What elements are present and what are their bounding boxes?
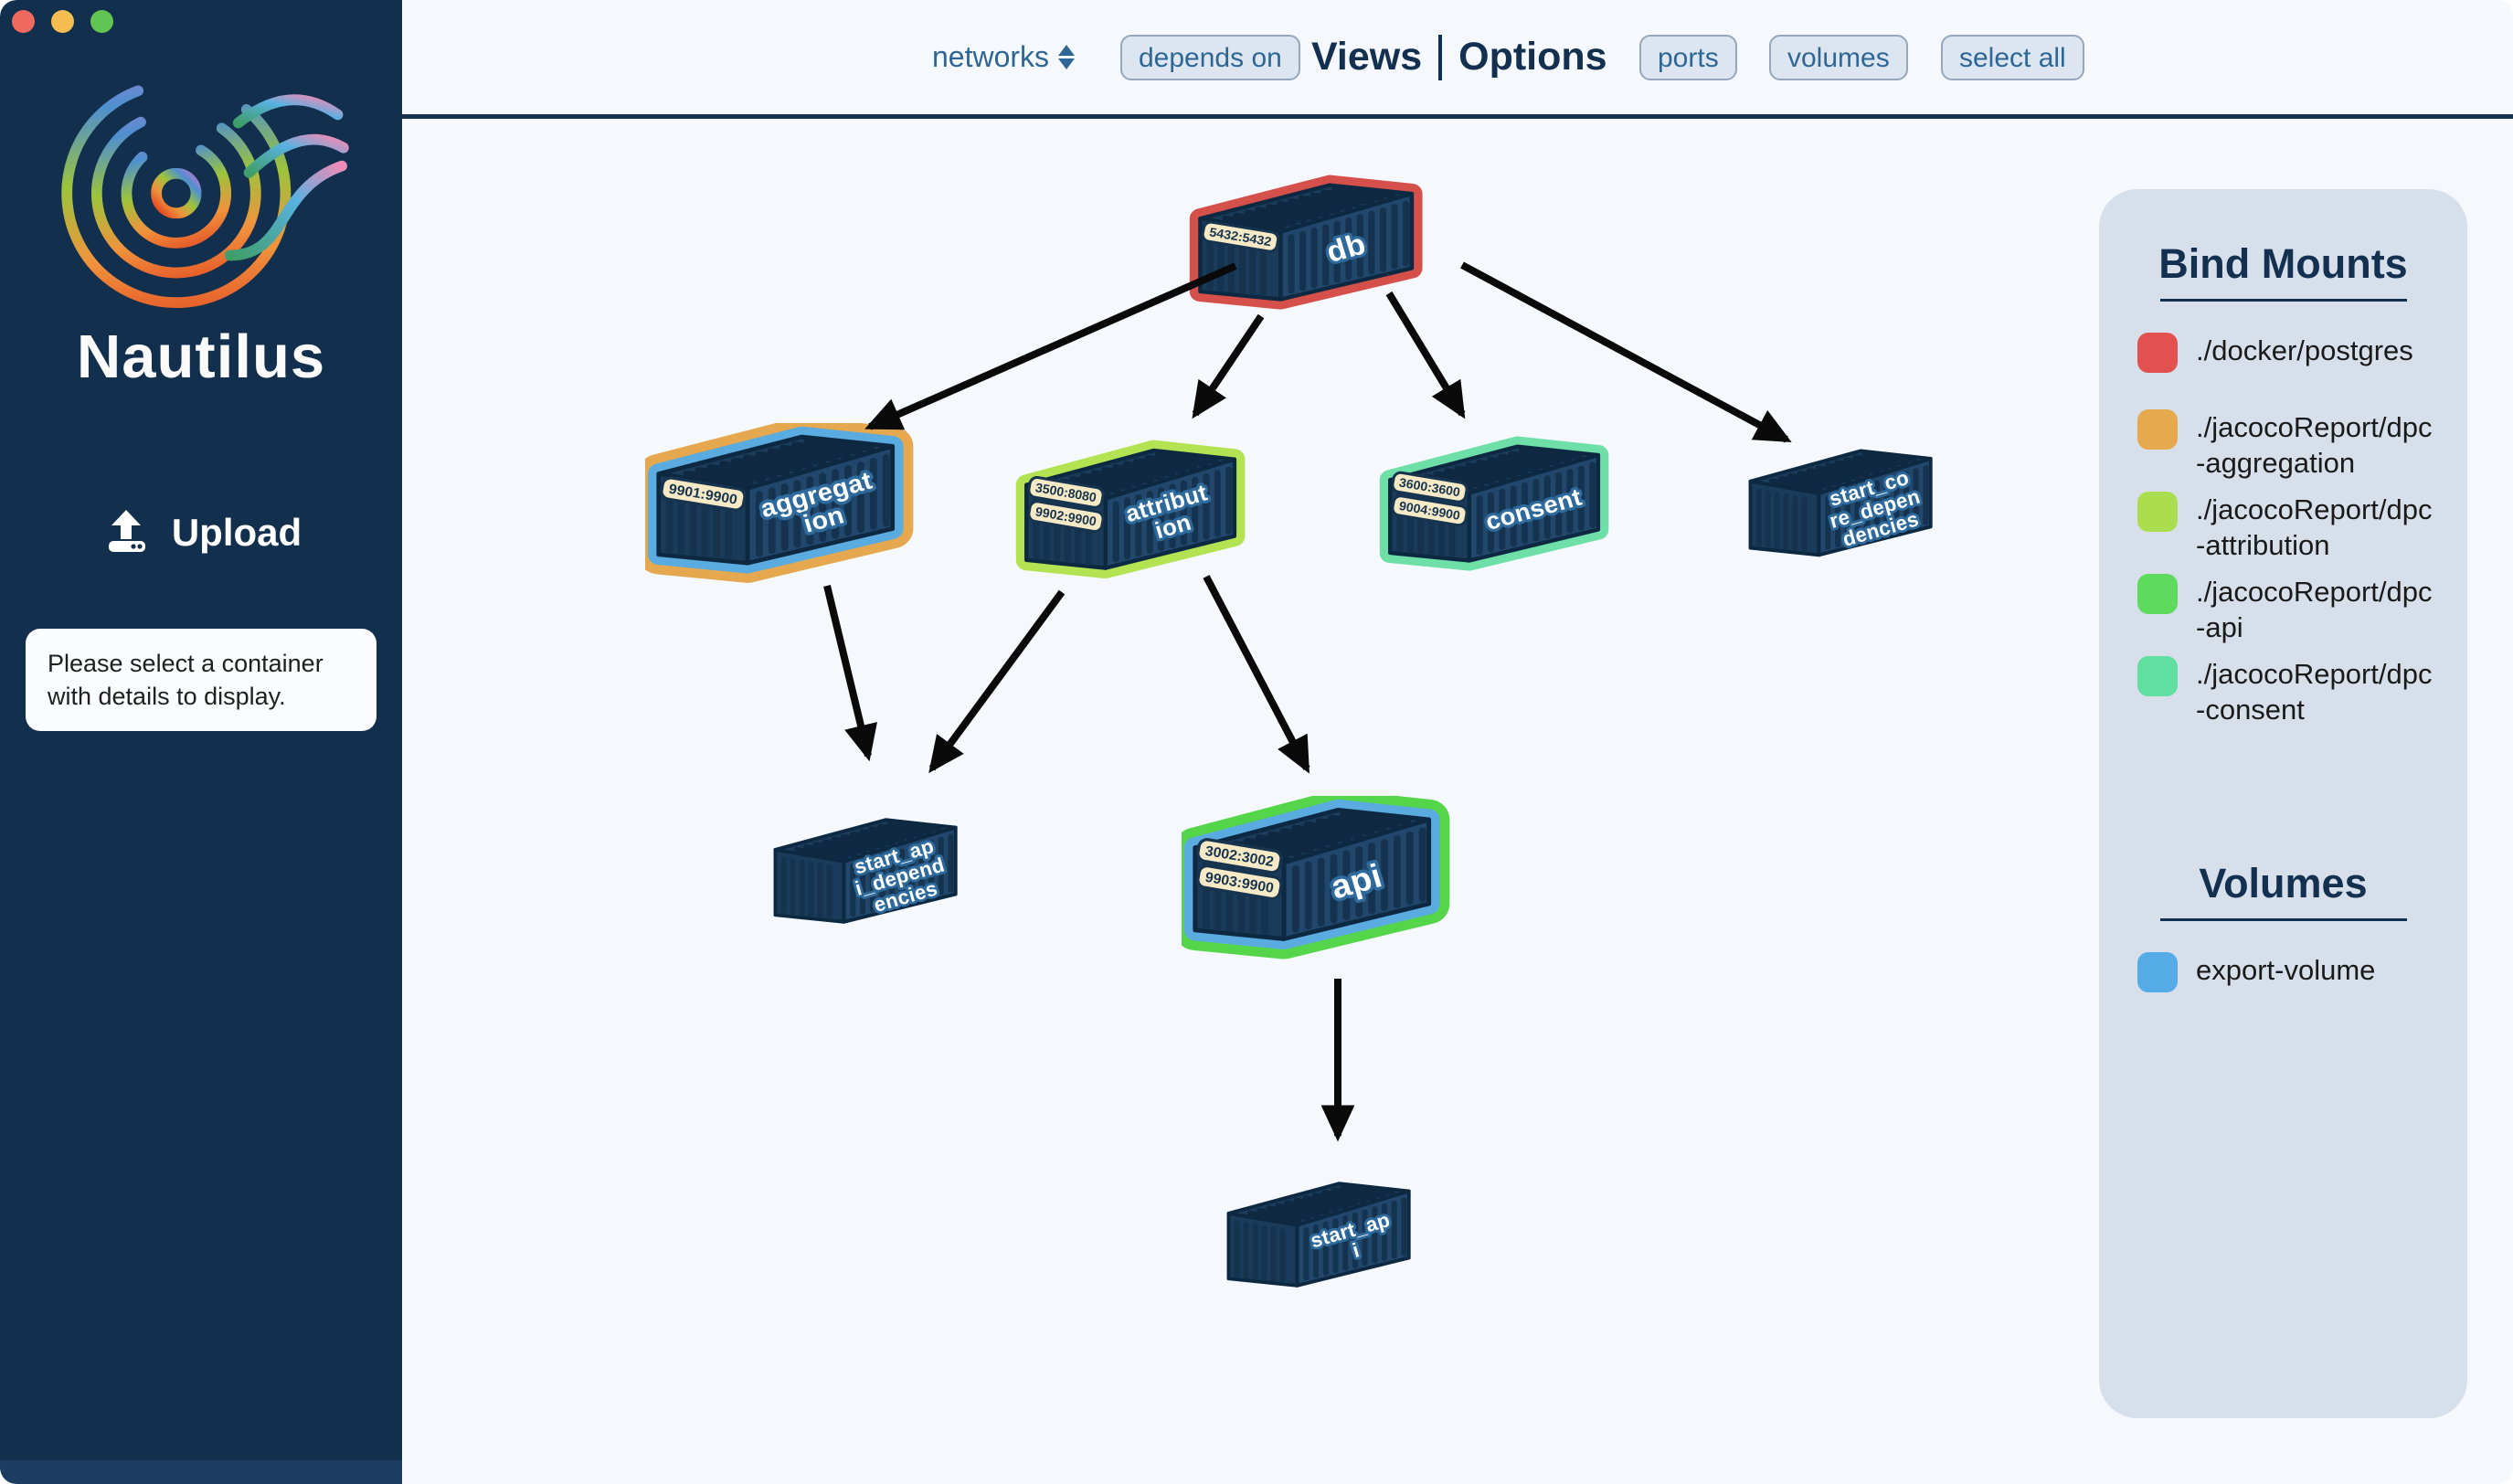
volumes-button[interactable]: volumes	[1769, 35, 1908, 80]
color-swatch	[2137, 952, 2178, 992]
upload-icon	[101, 504, 152, 560]
sidebar: Nautilus Upload Please select a containe…	[0, 0, 402, 1484]
traffic-lights	[12, 10, 113, 33]
upload-label: Upload	[171, 510, 302, 554]
topbar: networks depends on Views Options ports …	[402, 0, 2513, 119]
container-node-start_core_dependencies[interactable]: start_core_dependencies	[1740, 440, 1978, 581]
bind-mount-item: ./docker/postgres	[2130, 333, 2436, 373]
port-badge: 9902:9900	[1027, 500, 1105, 534]
color-swatch	[2137, 656, 2178, 696]
minimize-button[interactable]	[51, 10, 74, 33]
dependency-arrow-attribution-start_api_dependencies	[928, 589, 1066, 774]
legend-label: ./jacocoReport/dpc-attribution	[2196, 493, 2433, 561]
bind-mounts-underline	[2159, 299, 2407, 302]
detail-message: Please select a container with details t…	[26, 629, 376, 731]
views-title: Views	[1311, 35, 1423, 79]
bind-mount-item: ./jacocoReport/dpc-consent	[2130, 656, 2436, 727]
bind-mount-item: ./jacocoReport/dpc-api	[2130, 574, 2436, 645]
legend-label: ./jacocoReport/dpc-aggregation	[2196, 411, 2433, 479]
bind-mounts-list: ./docker/postgres ./jacocoReport/dpc-aggr…	[2130, 333, 2436, 727]
dependency-arrow-aggregation-start_api_dependencies	[823, 585, 877, 762]
dependency-arrow-db-aggregation	[864, 262, 1237, 430]
app-title: Nautilus	[76, 323, 326, 391]
options-title: Options	[1458, 35, 1607, 79]
legend-label: ./jacocoReport/dpc-consent	[2196, 658, 2433, 726]
depends-on-button[interactable]: depends on	[1120, 35, 1300, 80]
networks-label: networks	[932, 40, 1050, 73]
bind-mount-item: ./jacocoReport/dpc-attribution	[2130, 492, 2436, 563]
ports-button[interactable]: ports	[1639, 35, 1737, 80]
color-swatch	[2137, 492, 2178, 532]
sidebar-footer	[0, 1460, 402, 1484]
sort-arrows-icon	[1058, 45, 1076, 69]
volumes-underline	[2159, 918, 2407, 921]
container-node-start_api[interactable]: start_api	[1218, 1172, 1456, 1311]
volumes-title: Volumes	[2199, 860, 2368, 906]
color-swatch	[2137, 574, 2178, 614]
close-button[interactable]	[12, 10, 35, 33]
dependency-arrow-db-attribution	[1192, 313, 1265, 419]
select-all-button[interactable]: select all	[1941, 35, 2084, 80]
port-badge: 3002:3002	[1196, 838, 1283, 874]
legend-panel: Bind Mounts ./docker/postgres ./jacocoRep…	[2099, 189, 2467, 1418]
dependency-arrow-attribution-api	[1203, 575, 1310, 774]
bind-mounts-title: Bind Mounts	[2158, 240, 2408, 287]
title-divider	[1438, 34, 1443, 80]
container-node-start_api_dependencies[interactable]: start_api_dependencies	[765, 809, 1002, 948]
zoom-button[interactable]	[90, 10, 113, 33]
color-swatch	[2137, 333, 2178, 373]
legend-label: export-volume	[2196, 954, 2376, 986]
legend-label: ./jacocoReport/dpc-api	[2196, 576, 2433, 643]
volumes-list: export-volume	[2130, 952, 2436, 992]
view-title: Views Options	[1311, 0, 1607, 114]
color-swatch	[2137, 409, 2178, 450]
legend-label: ./docker/postgres	[2196, 334, 2413, 366]
networks-sort-control[interactable]: networks	[932, 0, 1076, 114]
upload-button[interactable]: Upload	[0, 504, 402, 560]
dependency-arrow-db-start_core_dependencies	[1460, 261, 1792, 443]
bind-mount-item: ./jacocoReport/dpc-aggregation	[2130, 409, 2436, 481]
nautilus-logo-icon	[50, 57, 352, 326]
volume-item: export-volume	[2130, 952, 2436, 992]
